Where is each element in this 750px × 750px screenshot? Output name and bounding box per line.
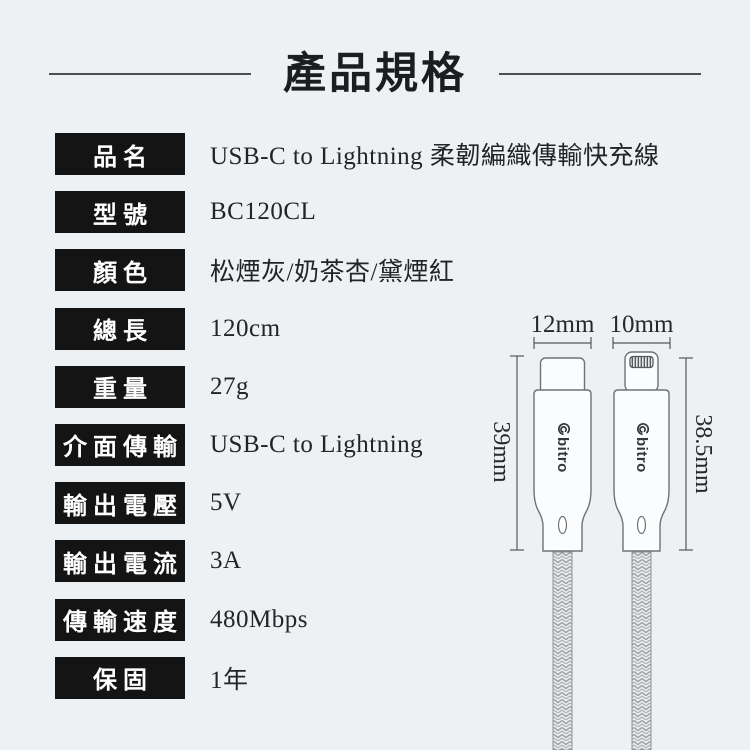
spec-row-product-name: 品名 USB-C to Lightning 柔韌編織傳輸快充線 bbox=[55, 133, 659, 175]
bitro-logo: bitro bbox=[633, 423, 650, 473]
bitro-swirl-icon bbox=[557, 423, 571, 436]
spec-label: 品名 bbox=[55, 133, 185, 175]
spec-label: 顏色 bbox=[55, 249, 185, 292]
spec-row-interface: 介面傳輸 USB-C to Lightning bbox=[55, 423, 659, 466]
spec-value: 480Mbps bbox=[210, 605, 308, 633]
spec-label: 保固 bbox=[55, 656, 185, 699]
usbc-body bbox=[533, 389, 592, 552]
lightning-length-label: 38.5mm bbox=[690, 414, 716, 494]
spec-label: 輸出電壓 bbox=[55, 482, 185, 525]
spec-value: 120cm bbox=[210, 314, 281, 342]
lightning-width-label: 10mm bbox=[610, 311, 674, 338]
spec-row-weight: 重量 27g bbox=[55, 365, 659, 408]
usbc-width-label: 12mm bbox=[531, 311, 595, 338]
lightning-contacts bbox=[629, 355, 654, 369]
usbc-braided-cable bbox=[552, 551, 573, 750]
spec-row-model: 型號 BC120CL bbox=[55, 191, 659, 234]
bitro-logo: bitro bbox=[554, 423, 571, 473]
spec-label: 型號 bbox=[55, 191, 185, 234]
spec-value: 松煙灰/奶茶杏/黛煙紅 bbox=[210, 259, 455, 287]
lightning-braided-cable bbox=[631, 551, 652, 750]
title-rule-left bbox=[49, 73, 251, 75]
usbc-length-dimension: 39mm bbox=[490, 355, 524, 551]
bitro-logo-text: bitro bbox=[633, 437, 650, 473]
lightning-connector-drawing: bitro bbox=[613, 351, 670, 750]
spec-row-length: 總長 120cm bbox=[55, 307, 659, 350]
spec-value: USB-C to Lightning 柔韌編織傳輸快充線 bbox=[210, 143, 660, 170]
spec-label: 總長 bbox=[55, 307, 185, 350]
spec-row-transfer-speed: 傳輸速度 480Mbps bbox=[55, 598, 659, 641]
usbc-width-dimension: 12mm bbox=[531, 311, 595, 349]
spec-row-output-current: 輸出電流 3A bbox=[55, 540, 659, 583]
bitro-swirl-icon bbox=[636, 423, 650, 436]
header: 產品規格 bbox=[0, 44, 750, 104]
spec-label: 輸出電流 bbox=[55, 540, 185, 583]
connector-dimension-diagram: 12mm 10mm 39mm 38.5mm bbox=[490, 311, 716, 750]
page-title: 產品規格 bbox=[283, 50, 467, 98]
bitro-logo-text: bitro bbox=[554, 437, 571, 473]
spec-value: 1年 bbox=[210, 666, 249, 694]
spec-row-color: 顏色 松煙灰/奶茶杏/黛煙紅 bbox=[55, 249, 659, 292]
spec-label: 介面傳輸 bbox=[55, 423, 185, 466]
lightning-strain-slot bbox=[636, 515, 647, 535]
spec-value: 5V bbox=[210, 489, 242, 517]
spec-value: 3A bbox=[210, 547, 242, 575]
usbc-connector-drawing: bitro bbox=[533, 357, 592, 750]
spec-label: 重量 bbox=[55, 365, 185, 408]
usbc-length-label: 39mm bbox=[490, 421, 514, 483]
usbc-strain-slot bbox=[557, 515, 568, 535]
spec-row-output-voltage: 輸出電壓 5V bbox=[55, 482, 659, 525]
spec-value: 27g bbox=[210, 372, 249, 400]
lightning-width-dimension: 10mm bbox=[610, 311, 674, 349]
spec-label: 傳輸速度 bbox=[55, 598, 185, 641]
spec-value: USB-C to Lightning bbox=[210, 430, 424, 458]
spec-list: 品名 USB-C to Lightning 柔韌編織傳輸快充線 型號 BC120… bbox=[55, 133, 659, 699]
usbc-plug bbox=[539, 357, 586, 395]
lightning-length-dimension: 38.5mm bbox=[679, 357, 716, 551]
spec-value: BC120CL bbox=[210, 198, 317, 226]
title-rule-right bbox=[499, 73, 701, 75]
lightning-body bbox=[613, 389, 670, 552]
spec-row-warranty: 保固 1年 bbox=[55, 656, 659, 699]
